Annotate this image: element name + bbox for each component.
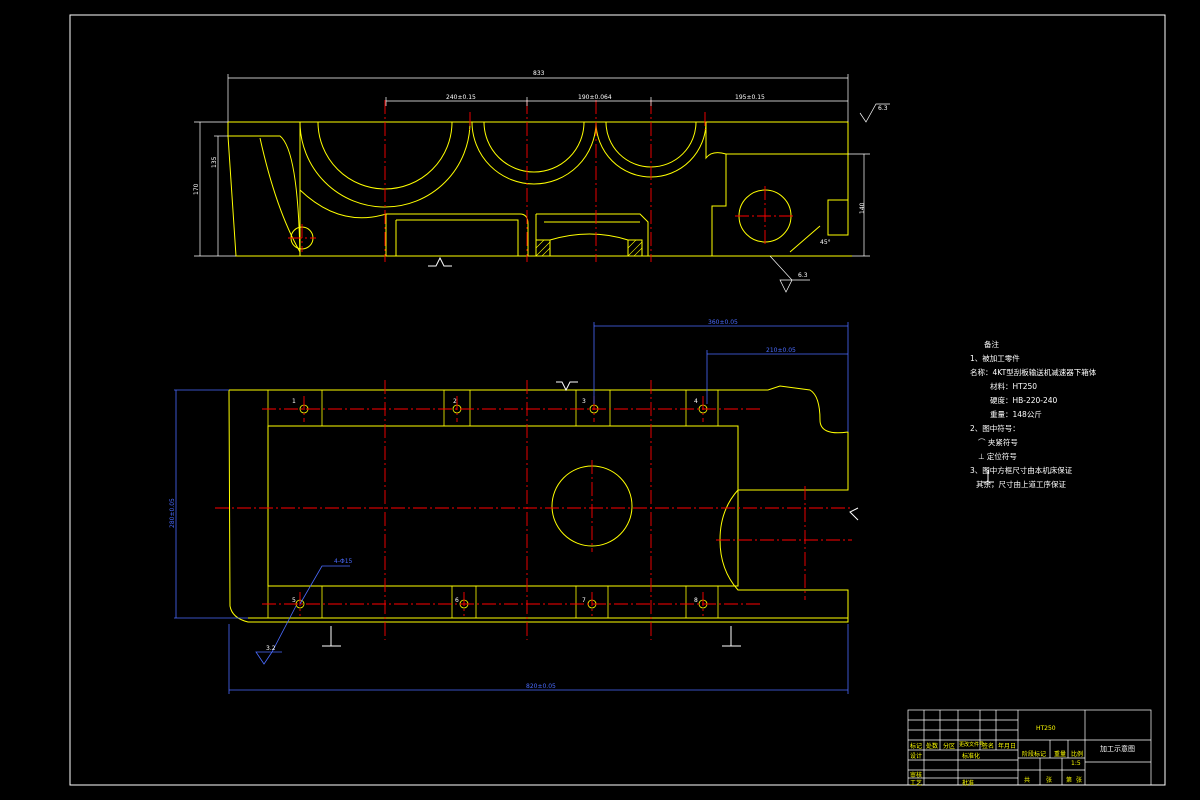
notes-line-1: 1、被加工零件 <box>970 354 1020 363</box>
notes-line-8: ⊥ 定位符号 <box>978 452 1017 461</box>
drawing-frame <box>69 14 1166 786</box>
plan-view-outline <box>228 385 849 623</box>
rib-hatch-left-lines <box>535 239 551 257</box>
tb-label-count: 处数 <box>926 743 939 750</box>
top-view-dimensions <box>194 74 890 293</box>
notes-line-10: 其余，尺寸由上道工序保证 <box>976 480 1066 489</box>
plan-view <box>215 380 859 647</box>
dim-segment-3: 195±0.15 <box>735 94 765 101</box>
notes-line-6: 2、图中符号： <box>970 424 1020 433</box>
tb-label-change-doc: 更改文件号 <box>959 742 985 748</box>
tb-label-design: 设计 <box>910 753 923 760</box>
clamp-symbol-plan-top <box>556 381 578 392</box>
top-view-outline <box>227 121 852 257</box>
roughness-top: 6.3 <box>878 105 888 112</box>
inner-pocket <box>267 425 739 587</box>
tb-label-zone: 分区 <box>943 743 956 750</box>
tb-scale-value: 1:5 <box>1071 760 1081 767</box>
hole-label-5: 5 <box>292 597 296 604</box>
tb-label-mark: 标记 <box>910 743 923 750</box>
rib-arc <box>549 233 629 241</box>
notes-locate-symbol <box>982 470 994 483</box>
hole-label-2: 2 <box>453 398 457 405</box>
tb-label-sheet-no: 第 <box>1066 777 1073 784</box>
tb-label-scale: 比例 <box>1071 751 1084 758</box>
bore-arc-2 <box>471 121 597 185</box>
title-drawing-name: 加工示意图 <box>1100 745 1135 753</box>
clamp-symbol-top <box>428 256 452 267</box>
tb-label-sheet: 张 <box>1046 777 1053 784</box>
hole-label-3: 3 <box>582 398 586 405</box>
rib-hatch-right-lines <box>627 239 643 257</box>
chamfer-line <box>789 225 821 253</box>
clamp-symbol-plan-right <box>849 507 859 521</box>
notes-line-9: 3、图中方框尺寸由本机床保证 <box>970 466 1073 475</box>
boss-row-bottom <box>267 586 719 618</box>
tb-label-date: 年月日 <box>998 743 1017 750</box>
notes-heading: 备注 <box>984 340 999 349</box>
bore-arc-2-inner <box>483 121 585 173</box>
tb-label-review: 审核 <box>910 772 923 779</box>
tb-label-approve: 批准 <box>962 780 975 787</box>
title-material: HT250 <box>1036 725 1056 732</box>
bolt-holes <box>295 404 708 609</box>
dim-height-right: 140 <box>859 202 866 214</box>
boss-row-top <box>267 390 719 426</box>
hole-label-7: 7 <box>582 597 586 604</box>
title-block <box>907 709 1152 786</box>
tb-label-standard: 标准化 <box>962 753 981 760</box>
notes-line-4: 硬度：HB-220-240 <box>990 396 1058 405</box>
locate-symbol-left <box>322 626 341 647</box>
notes-line-7: ⌒ 夹紧符号 <box>978 438 1018 447</box>
dim-segment-2: 190±0.064 <box>578 94 612 101</box>
dim-plan-top-1: 360±0.05 <box>708 319 738 326</box>
tb-label-sheet2: 张 <box>1076 777 1083 784</box>
hole-label-1: 1 <box>292 398 296 405</box>
dim-plan-top-2: 210±0.05 <box>766 347 796 354</box>
roughness-plan: 3.2 <box>266 645 276 652</box>
locate-symbol-right <box>722 626 741 647</box>
top-view <box>227 100 852 267</box>
dim-height-outer: 170 <box>193 183 200 195</box>
plan-view-centerlines <box>215 380 852 640</box>
tb-label-process: 工艺 <box>910 780 923 787</box>
top-view-centerlines <box>288 100 795 262</box>
notes-line-2: 名称：4KT型刮板输送机减速器下箱体 <box>970 368 1097 377</box>
hole-label-8: 8 <box>694 597 698 604</box>
hole-label-6: 6 <box>455 597 459 604</box>
dim-overall-length: 833 <box>533 70 545 77</box>
notes-line-3: 材料：HT250 <box>990 382 1038 391</box>
plan-view-dimensions <box>174 322 849 694</box>
tb-label-weight: 重量 <box>1054 751 1067 758</box>
tb-label-stage-mark: 阶段标记 <box>1022 751 1047 758</box>
dim-plan-left: 280±0.05 <box>169 498 176 528</box>
hole-label-4: 4 <box>694 398 698 405</box>
dim-chamfer: 45° <box>820 239 831 246</box>
notes-line-5: 重量：148公斤 <box>990 410 1042 419</box>
hole-note: 4-Φ15 <box>334 558 353 565</box>
dim-height-inner: 135 <box>211 156 218 168</box>
dim-plan-bottom: 820±0.05 <box>526 683 556 690</box>
roughness-bottom: 6.3 <box>798 272 808 279</box>
tb-label-sheets-total: 共 <box>1024 777 1031 784</box>
inner-wall <box>299 122 848 256</box>
tb-label-sign: 签名 <box>982 743 995 750</box>
dim-segment-1: 240±0.15 <box>446 94 476 101</box>
notes-block: 备注 1、被加工零件 名称：4KT型刮板输送机减速器下箱体 材料：HT250 硬… <box>970 338 1096 492</box>
